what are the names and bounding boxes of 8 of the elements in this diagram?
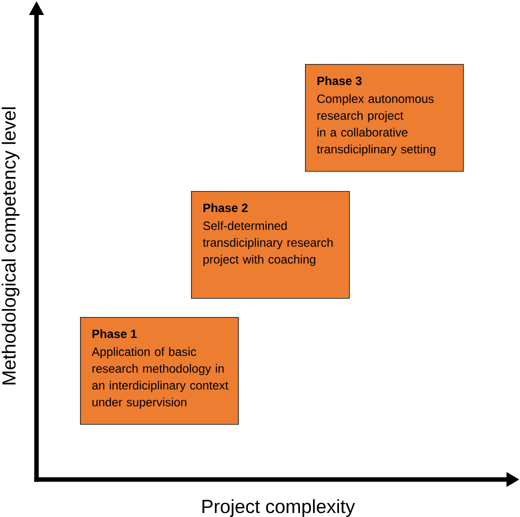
box-heading: Phase 2 [204,203,248,212]
box-description: Complex autonomous research project in a collaborative transdiciplinary setting [316,94,436,156]
axis-label: Methodological competency level [2,107,20,384]
box-heading: Phase 1 [92,329,137,338]
box-description: Self-determined transdiciplinary research project with coaching [202,221,333,266]
box-heading: Phase 3 [318,76,362,86]
axis-label: Project complexity [202,499,356,517]
box-description: Application of basic research methodology in an interdiciplinary context under supervision [92,347,228,409]
